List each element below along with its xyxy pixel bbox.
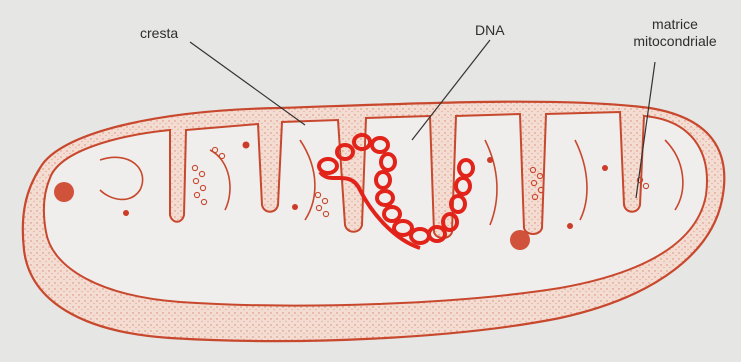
dna-label: DNA: [475, 22, 505, 39]
matrice-label-line2: mitocondriale: [620, 33, 730, 50]
cresta-label: cresta: [140, 25, 178, 42]
matrice-label-line1: matrice: [620, 16, 730, 33]
matrice-mitocondriale-label: matrice mitocondriale: [620, 16, 730, 50]
